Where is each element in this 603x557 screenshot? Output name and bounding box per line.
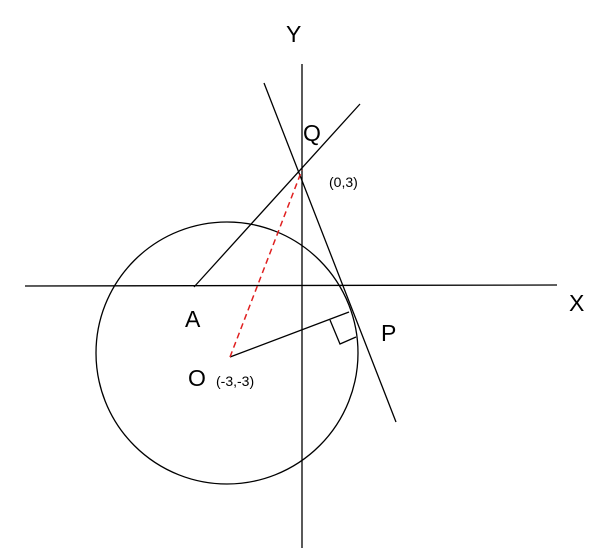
point-q-coordinates: (0,3) <box>329 174 358 190</box>
x-axis-label: X <box>569 290 584 316</box>
circle <box>95 221 359 485</box>
radius-op <box>229 311 350 358</box>
point-o-coordinates: (-3,-3) <box>216 373 254 389</box>
point-o-label: O <box>188 365 206 391</box>
dashed-segment-oq <box>229 169 303 358</box>
point-a-label: A <box>185 306 201 332</box>
x-axis <box>24 284 558 287</box>
point-q-label: Q <box>303 120 321 146</box>
line-aq <box>193 103 361 288</box>
right-angle-marker <box>329 319 357 345</box>
y-axis-label: Y <box>286 21 301 47</box>
tangent-line-qp <box>263 82 397 423</box>
point-p-label: P <box>381 320 396 346</box>
